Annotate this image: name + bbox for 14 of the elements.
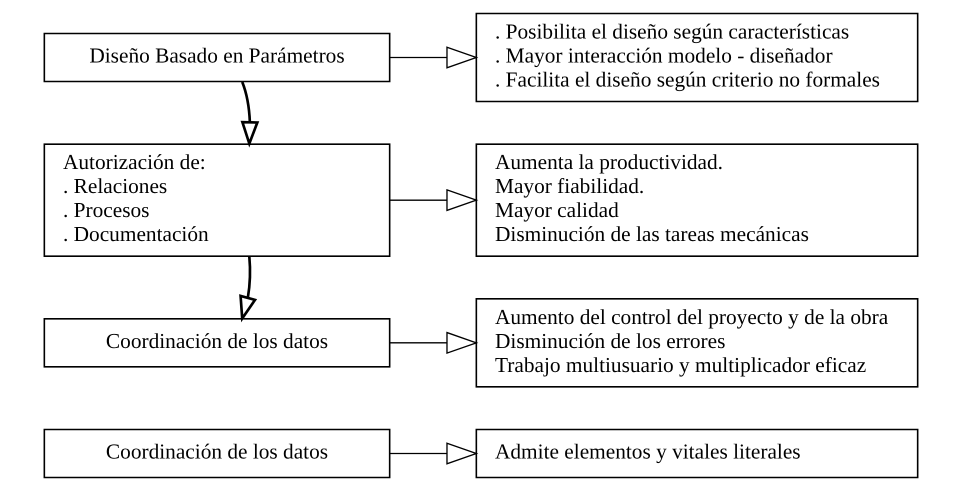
node-box: Aumento del control del proyecto y de la obra Disminución de los errores Trabajo multiusuario y multiplicador eficaz	[476, 298, 918, 388]
node-box: Aumenta la productividad. Mayor fiabilidad. Mayor calidad Disminución de las tareas mecánicas	[476, 143, 918, 257]
node-box: Admite elementos y vitales literales	[476, 428, 918, 478]
node-box: . Posibilita el diseño según características . Mayor interacción modelo - diseñador . Facilita el diseño según criterio no formales	[476, 12, 918, 102]
node-box: Diseño Basado en Parámetros	[44, 32, 390, 82]
arrow	[390, 332, 478, 354]
node-box: Coordinación de los datos	[44, 318, 390, 368]
arrow	[390, 442, 478, 465]
arrow	[390, 188, 478, 212]
arrow	[240, 81, 260, 148]
arrow	[390, 46, 478, 69]
node-box: Autorización de: . Relaciones . Procesos . Documentación	[44, 143, 390, 257]
arrow	[239, 256, 258, 322]
node-box: Coordinación de los datos	[44, 428, 390, 478]
